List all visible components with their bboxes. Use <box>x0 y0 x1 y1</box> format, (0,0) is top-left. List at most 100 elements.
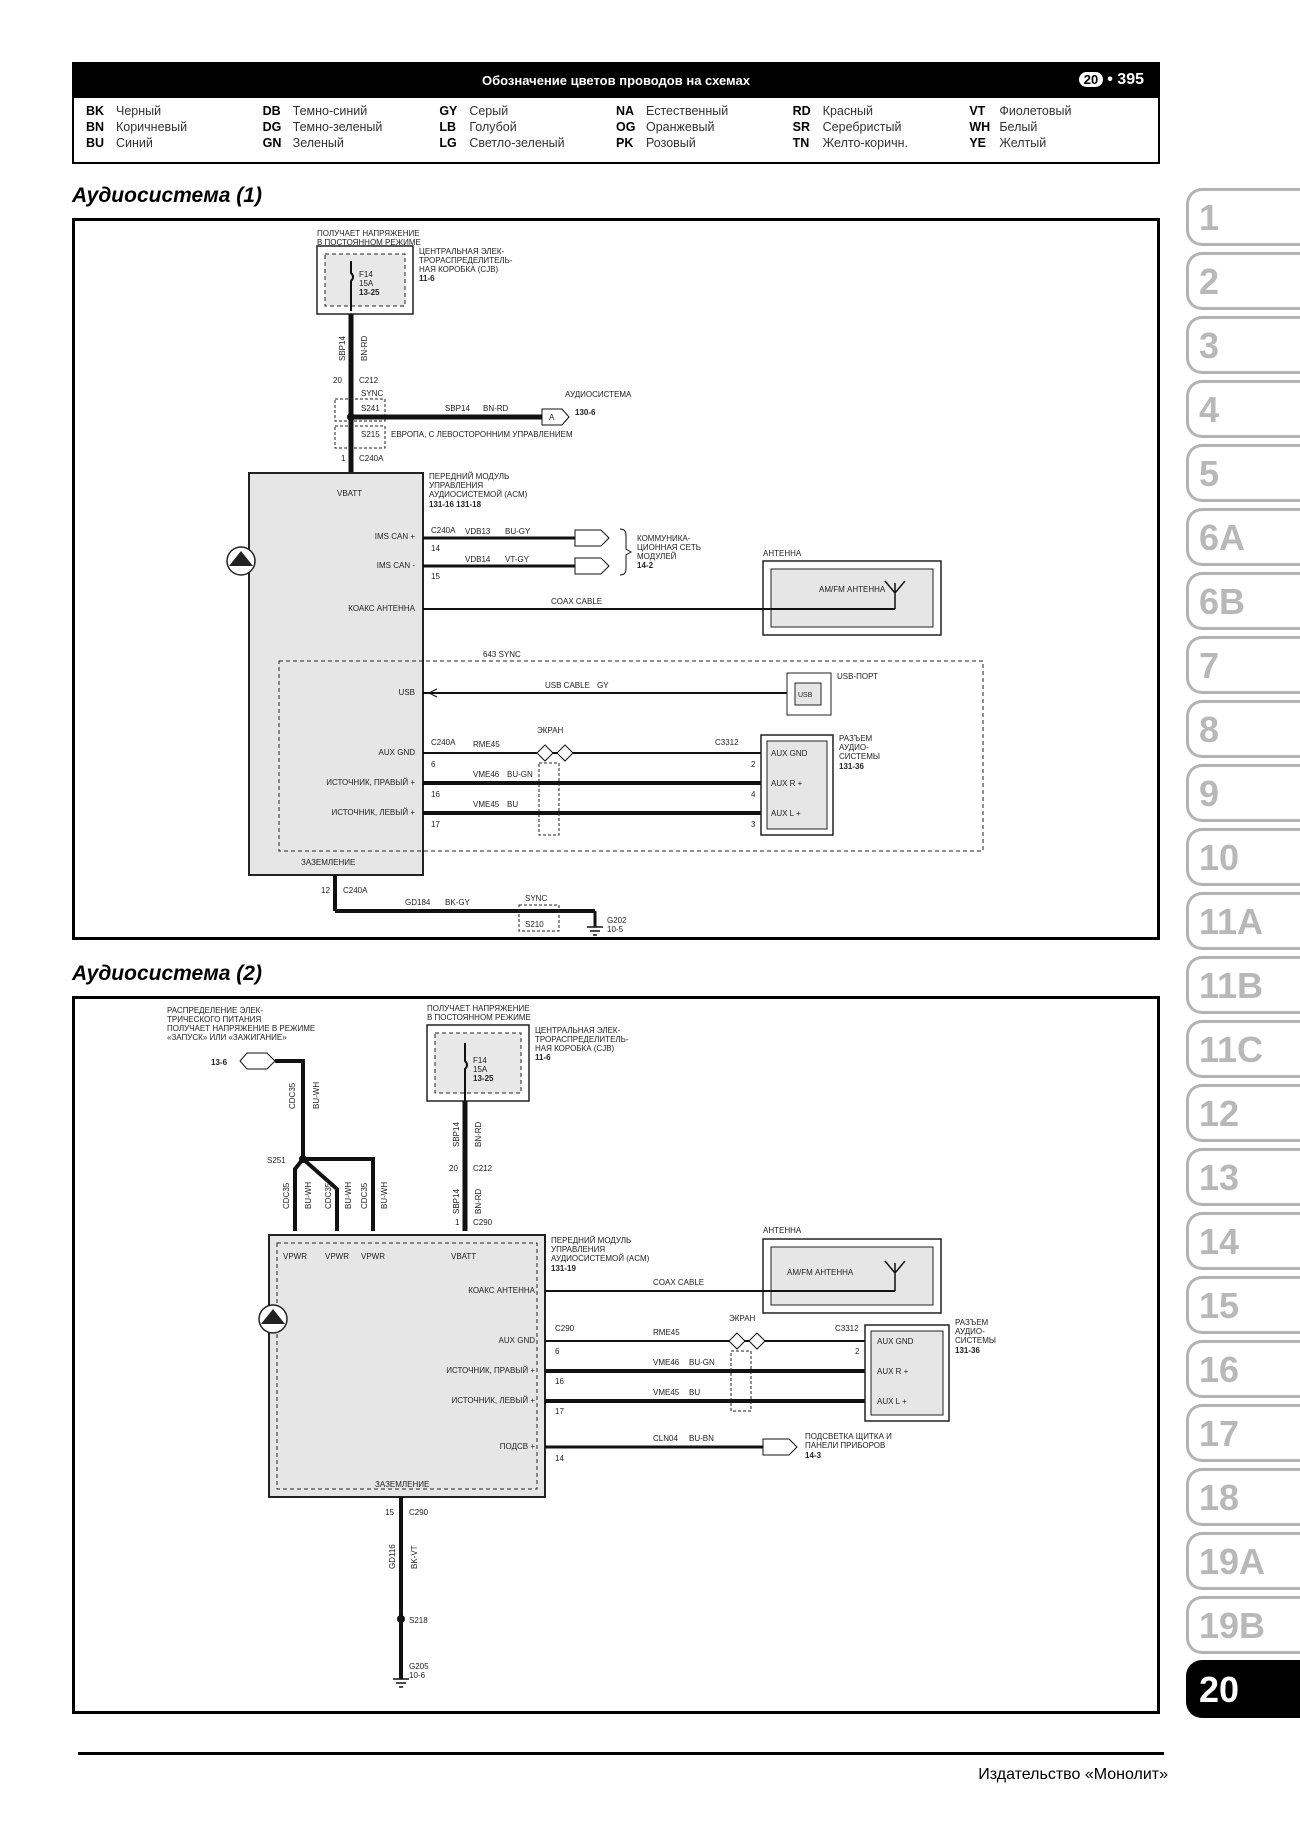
d2-wire-sbp14: SBP14 <box>452 1122 461 1147</box>
legend-name: Розовый <box>646 136 696 150</box>
tab-label: 15 <box>1199 1285 1240 1326</box>
d2-pin-17: 17 <box>555 1407 564 1416</box>
chapter-badge: 20 <box>1078 72 1104 87</box>
tab-chapter-6b[interactable]: 6B <box>1186 572 1300 630</box>
d2-aux-socket-2: АУДИО- <box>955 1327 985 1336</box>
d1-pin-20: 20 <box>333 376 342 385</box>
tab-label: 14 <box>1199 1221 1240 1262</box>
d1-wire-rme45: RME45 <box>473 740 500 749</box>
tab-chapter-11c[interactable]: 11C <box>1186 1020 1300 1078</box>
d1-ground-conn: C240A <box>343 886 368 895</box>
d2-aux-gnd: AUX GND <box>499 1336 536 1345</box>
d2-illum-connector <box>762 1438 798 1456</box>
d1-pin-12: 12 <box>321 886 330 895</box>
d1-can-conn: C240A <box>431 526 456 535</box>
d1-aux-conn: C240A <box>431 738 456 747</box>
diagram2-title: Аудиосистема (2) <box>72 962 262 985</box>
d2-ign-ref: 13-6 <box>211 1058 228 1067</box>
d1-color-bn-rd: BN-RD <box>360 335 369 361</box>
d1-cjb-note-2: ТРОРАСПРЕДЕЛИТЕЛЬ- <box>419 256 513 265</box>
d1-pin-3: 3 <box>751 820 756 829</box>
d2-splice-s218: S218 <box>409 1616 428 1625</box>
d2-coax-antenna: КОАКС АНТЕННА <box>468 1286 535 1295</box>
legend-title: Обозначение цветов проводов на схемах <box>482 73 750 88</box>
tab-chapter-15[interactable]: 15 <box>1186 1276 1300 1334</box>
tab-chapter-18[interactable]: 18 <box>1186 1468 1300 1526</box>
tab-chapter-4[interactable]: 4 <box>1186 380 1300 438</box>
tab-chapter-11b[interactable]: 11B <box>1186 956 1300 1014</box>
d1-fuse-3: 13-25 <box>359 288 380 297</box>
tab-chapter-20[interactable]: 20 <box>1186 1660 1300 1718</box>
d2-color-bu-wh: BU-WH <box>312 1082 321 1109</box>
legend-code: BK <box>86 104 105 118</box>
legend-name: Зеленый <box>292 136 344 150</box>
d1-fuse-2: 15A <box>359 279 374 288</box>
d2-cjb-note-4: 11-6 <box>535 1053 551 1062</box>
legend-name: Желто-коричн. <box>822 136 908 150</box>
d2-acm-2: УПРАВЛЕНИЯ <box>551 1245 605 1254</box>
d1-wire-vdb13: VDB13 <box>465 527 491 536</box>
d2-color-bn-rd: BN-RD <box>474 1121 483 1147</box>
d1-comm-net-2: ЦИОННАЯ СЕТЬ <box>637 543 701 552</box>
tab-chapter-8[interactable]: 8 <box>1186 700 1300 758</box>
tab-chapter-14[interactable]: 14 <box>1186 1212 1300 1270</box>
d2-acm-1: ПЕРЕДНИЙ МОДУЛЬ <box>551 1236 631 1245</box>
d1-pin-4: 4 <box>751 790 756 799</box>
d1-src-left: ИСТОЧНИК, ЛЕВЫЙ + <box>332 808 416 817</box>
tab-label: 6B <box>1199 581 1246 622</box>
tab-chapter-17[interactable]: 17 <box>1186 1404 1300 1462</box>
tab-chapter-2[interactable]: 2 <box>1186 252 1300 310</box>
d1-sync-splice-box <box>334 398 386 422</box>
d2-vpwr1-wire: CDC35 <box>282 1182 291 1209</box>
d2-vpwr-wires <box>293 1157 375 1231</box>
d2-ign-note-3: ПОЛУЧАЕТ НАПРЯЖЕНИЕ В РЕЖИМЕ <box>167 1024 315 1033</box>
d2-acm-inner <box>276 1242 538 1490</box>
d2-fuse-2: 15A <box>473 1065 488 1074</box>
d1-power-note-2: В ПОСТОЯННОМ РЕЖИМЕ <box>317 238 421 247</box>
d1-cjb-note-3: НАЯ КОРОБКА (CJB) <box>419 265 499 274</box>
d1-comm-net-4: 14-2 <box>637 561 654 570</box>
tab-chapter-1[interactable]: 1 <box>1186 188 1300 246</box>
d1-ground-splice-box <box>518 904 560 932</box>
d2-aux-conn: C290 <box>555 1324 575 1333</box>
tab-label: 11A <box>1199 901 1264 942</box>
d1-color-bk-gy: BK-GY <box>445 898 471 907</box>
d2-color-bk-vt: BK-VT <box>410 1545 419 1569</box>
d2-aux-conn-gnd: AUX GND <box>877 1337 914 1346</box>
d1-can-minus-connector <box>574 557 610 575</box>
tab-chapter-13[interactable]: 13 <box>1186 1148 1300 1206</box>
legend-name: Красный <box>822 104 873 118</box>
tab-chapter-10[interactable]: 10 <box>1186 828 1300 886</box>
d1-usb: USB <box>399 688 415 697</box>
d2-ign-note-2: ТРИЧЕСКОГО ПИТАНИЯ <box>167 1015 262 1024</box>
tab-label: 3 <box>1199 325 1220 366</box>
tab-chapter-19a[interactable]: 19A <box>1186 1532 1300 1590</box>
tab-chapter-3[interactable]: 3 <box>1186 316 1300 374</box>
d1-splice-s210: S210 <box>525 920 544 929</box>
diagram1-frame: ПОЛУЧАЕТ НАПРЯЖЕНИЕ В ПОСТОЯННОМ РЕЖИМЕ … <box>72 218 1160 940</box>
legend-name: Темно-синий <box>292 104 368 118</box>
tab-chapter-16[interactable]: 16 <box>1186 1340 1300 1398</box>
legend-code: OG <box>616 120 636 134</box>
d2-shield: ЭКРАН <box>729 1314 756 1323</box>
d1-can-brace <box>619 528 632 576</box>
d1-acm-1: ПЕРЕДНИЙ МОДУЛЬ <box>429 472 509 481</box>
tab-chapter-6a[interactable]: 6A <box>1186 508 1300 566</box>
d2-antenna-label: АНТЕННА <box>763 1226 802 1235</box>
d1-wire-sbp14: SBP14 <box>338 336 347 361</box>
d1-splice-s241: S241 <box>361 404 380 413</box>
tab-chapter-12[interactable]: 12 <box>1186 1084 1300 1142</box>
d1-pin-15: 15 <box>431 572 440 581</box>
tab-chapter-19b[interactable]: 19B <box>1186 1596 1300 1654</box>
tab-chapter-5[interactable]: 5 <box>1186 444 1300 502</box>
tab-chapter-7[interactable]: 7 <box>1186 636 1300 694</box>
d1-am-fm-antenna: AM/FM АНТЕННА <box>819 585 886 594</box>
d1-aux-socket-1: РАЗЪЕМ <box>839 734 873 743</box>
tab-chapter-9[interactable]: 9 <box>1186 764 1300 822</box>
d2-ign-note-1: РАСПРЕДЕЛЕНИЕ ЭЛЕК- <box>167 1006 263 1015</box>
legend-code: LG <box>439 136 457 150</box>
tab-chapter-11a[interactable]: 11A <box>1186 892 1300 950</box>
d1-splice-s215: S215 <box>361 430 380 439</box>
tab-label: 18 <box>1199 1477 1240 1518</box>
